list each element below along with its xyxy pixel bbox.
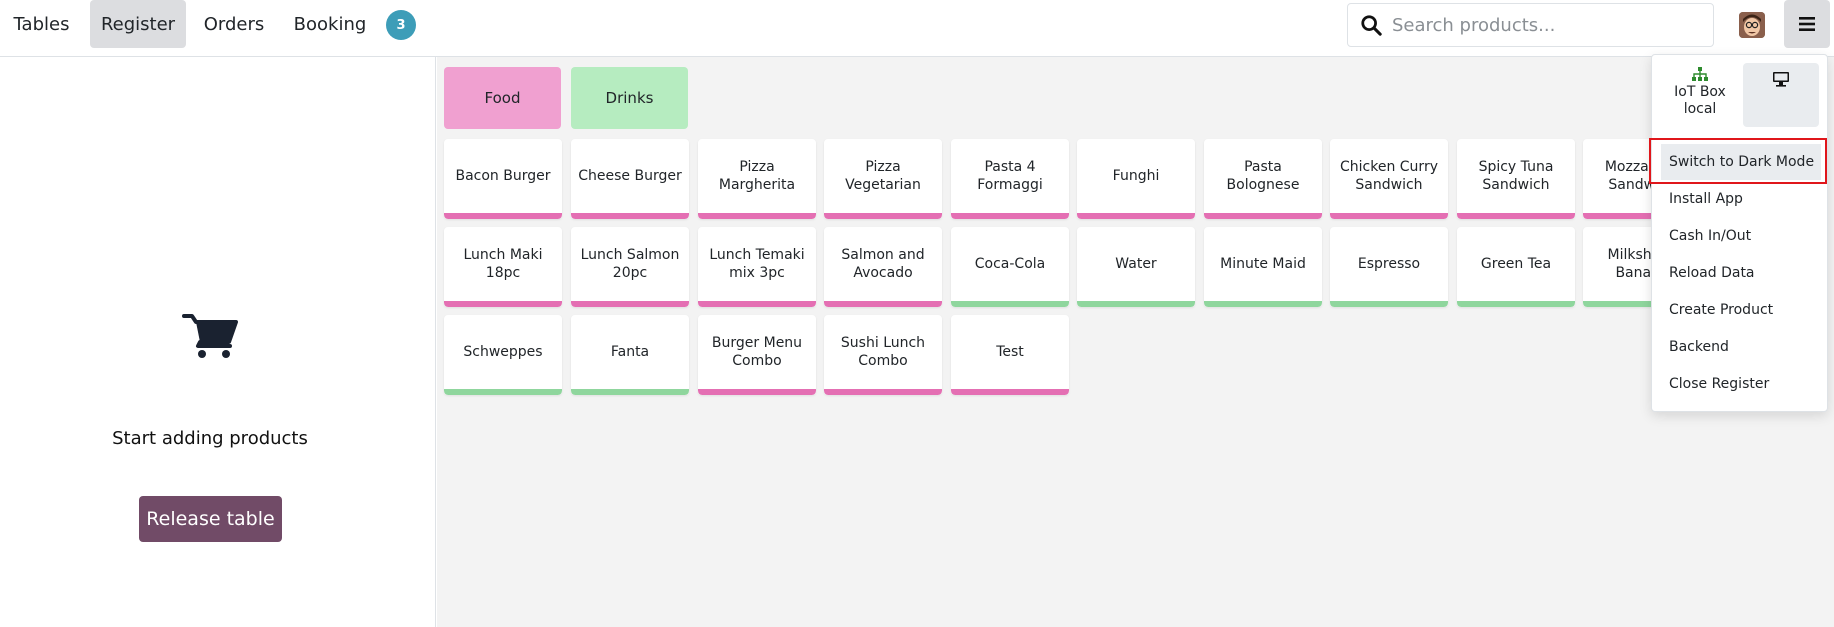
product-card[interactable]: Minute Maid xyxy=(1204,227,1322,307)
product-card[interactable]: Cheese Burger xyxy=(571,139,689,219)
product-card[interactable]: Lunch Maki 18pc xyxy=(444,227,562,307)
tab-tables[interactable]: Tables xyxy=(13,13,70,35)
product-card[interactable]: Espresso xyxy=(1330,227,1448,307)
tab-register[interactable]: Register xyxy=(90,0,186,48)
category-drinks[interactable]: Drinks xyxy=(571,67,688,129)
product-card[interactable]: Funghi xyxy=(1077,139,1195,219)
product-card[interactable]: Pasta Bolognese xyxy=(1204,139,1322,219)
menu-item-create-product[interactable]: Create Product xyxy=(1669,302,1774,318)
search-input[interactable] xyxy=(1392,14,1692,36)
hamburger-icon xyxy=(1799,17,1815,31)
category-food[interactable]: Food xyxy=(444,67,561,129)
product-card[interactable]: Pizza Margherita xyxy=(698,139,816,219)
search-icon xyxy=(1361,15,1382,36)
product-card[interactable]: Burger Menu Combo xyxy=(698,315,816,395)
menu-item-cash-in-out[interactable]: Cash In/Out xyxy=(1669,228,1752,244)
product-card[interactable]: Chicken Curry Sandwich xyxy=(1330,139,1448,219)
product-card[interactable]: Green Tea xyxy=(1457,227,1575,307)
product-card[interactable]: Lunch Temaki mix 3pc xyxy=(698,227,816,307)
tab-booking[interactable]: Booking xyxy=(293,13,367,35)
menu-item-backend[interactable]: Backend xyxy=(1669,339,1729,355)
customer-display-button[interactable] xyxy=(1743,63,1819,127)
product-card[interactable]: Pasta 4 Formaggi xyxy=(951,139,1069,219)
product-card[interactable]: Coca-Cola xyxy=(951,227,1069,307)
network-icon xyxy=(1692,67,1708,81)
main-menu-button[interactable] xyxy=(1784,0,1830,48)
monitor-icon xyxy=(1773,72,1789,87)
release-table-button[interactable]: Release table xyxy=(139,496,282,542)
tab-orders[interactable]: Orders xyxy=(203,13,265,35)
avatar-face-icon xyxy=(1739,12,1765,38)
menu-item-dark-mode[interactable]: Switch to Dark Mode xyxy=(1661,144,1821,180)
iot-box-status[interactable]: IoT Box local xyxy=(1662,63,1738,127)
product-card[interactable]: Spicy Tuna Sandwich xyxy=(1457,139,1575,219)
top-navbar: Tables Register Orders Booking 3 xyxy=(0,0,1834,57)
search-box[interactable] xyxy=(1347,3,1714,47)
booking-count-badge[interactable]: 3 xyxy=(386,10,416,40)
product-card[interactable]: Pizza Vegetarian xyxy=(824,139,942,219)
user-avatar[interactable] xyxy=(1739,12,1765,38)
product-card[interactable]: Test xyxy=(951,315,1069,395)
menu-item-reload-data[interactable]: Reload Data xyxy=(1669,265,1755,281)
menu-item-close-register[interactable]: Close Register xyxy=(1669,376,1770,392)
empty-cart-message: Start adding products xyxy=(112,428,308,449)
product-card[interactable]: Schweppes xyxy=(444,315,562,395)
product-area: Food Drinks Bacon Burger Cheese Burger P… xyxy=(437,57,1834,627)
product-card[interactable]: Bacon Burger xyxy=(444,139,562,219)
product-card[interactable]: Sushi Lunch Combo xyxy=(824,315,942,395)
product-card[interactable]: Salmon and Avocado xyxy=(824,227,942,307)
menu-item-install-app[interactable]: Install App xyxy=(1669,191,1743,207)
product-card[interactable]: Fanta xyxy=(571,315,689,395)
product-card[interactable]: Water xyxy=(1077,227,1195,307)
main-menu-dropdown: IoT Box local Switch to Dark Mode Instal… xyxy=(1651,54,1828,412)
product-card[interactable]: Lunch Salmon 20pc xyxy=(571,227,689,307)
shopping-cart-icon xyxy=(182,314,238,358)
